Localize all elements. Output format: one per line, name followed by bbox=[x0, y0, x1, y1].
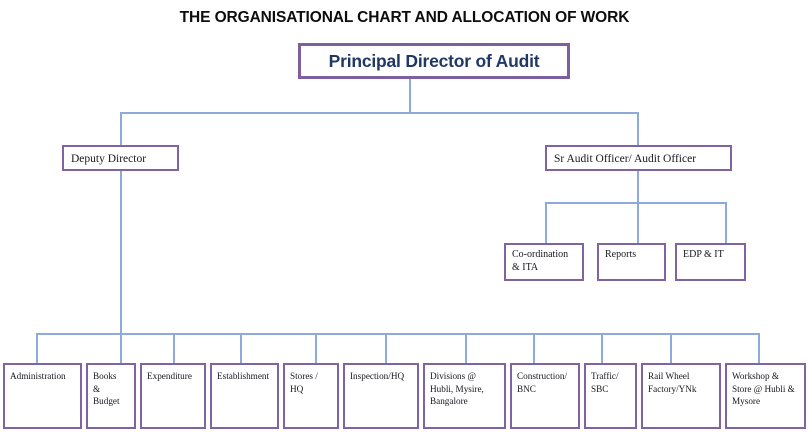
node-label-expenditure: Expenditure bbox=[147, 371, 192, 381]
node-label-sr-audit-officer: Sr Audit Officer/ Audit Officer bbox=[554, 153, 697, 165]
node-label-books-budget: Books & Budget bbox=[93, 371, 120, 406]
connector-sr-audit-officer-stem bbox=[637, 171, 639, 203]
connector-drop-co-ordination-ita bbox=[545, 202, 547, 243]
connector-drop-divisions bbox=[465, 333, 467, 363]
connector-drop-edp-it bbox=[725, 202, 727, 243]
page-title: THE ORGANISATIONAL CHART AND ALLOCATION … bbox=[179, 9, 630, 26]
node-label-deputy-director: Deputy Director bbox=[71, 153, 147, 165]
node-establishment[interactable]: Establishment bbox=[210, 363, 279, 429]
connector-root-stem bbox=[409, 79, 411, 113]
connector-root-bus bbox=[120, 112, 638, 114]
connector-sr-audit-officer-bus bbox=[545, 202, 726, 204]
connector-drop-traffic-sbc bbox=[601, 333, 603, 363]
node-traffic-sbc[interactable]: Traffic/ SBC bbox=[584, 363, 637, 429]
node-label-construction-bnc: Construction/ BNC bbox=[517, 371, 568, 394]
connector-drop-inspection-hq bbox=[385, 333, 387, 363]
node-co-ordination-ita[interactable]: Co-ordination & ITA bbox=[504, 243, 584, 281]
node-sr-audit-officer[interactable]: Sr Audit Officer/ Audit Officer bbox=[545, 145, 732, 171]
connector-drop-establishment bbox=[240, 333, 242, 363]
node-divisions[interactable]: Divisions @ Hubli, Mysire, Bangalore bbox=[423, 363, 506, 429]
node-label-divisions: Divisions @ Hubli, Mysire, Bangalore bbox=[430, 371, 484, 406]
node-label-stores-hq: Stores / HQ bbox=[290, 371, 318, 394]
node-label-workshop-store: Workshop & Store @ Hubli & Mysore bbox=[732, 371, 795, 406]
connector-drop-expenditure bbox=[173, 333, 175, 363]
node-inspection-hq[interactable]: Inspection/HQ bbox=[343, 363, 419, 429]
connector-deputy-director-stem bbox=[120, 171, 122, 363]
node-stores-hq[interactable]: Stores / HQ bbox=[283, 363, 339, 429]
node-label-establishment: Establishment bbox=[217, 371, 270, 381]
connector-bottom-bus bbox=[36, 333, 759, 335]
connector-drop-workshop-store bbox=[758, 333, 760, 363]
node-reports[interactable]: Reports bbox=[597, 243, 666, 281]
node-principal-director-of-audit[interactable]: Principal Director of Audit bbox=[298, 43, 570, 79]
node-label-administration: Administration bbox=[10, 371, 66, 381]
node-edp-it[interactable]: EDP & IT bbox=[675, 243, 746, 281]
node-books-budget[interactable]: Books & Budget bbox=[86, 363, 136, 429]
connector-drop-construction-bnc bbox=[533, 333, 535, 363]
node-label-reports: Reports bbox=[605, 249, 637, 260]
node-administration[interactable]: Administration bbox=[3, 363, 82, 429]
connector-drop-administration bbox=[36, 333, 38, 363]
node-label-principal-director-of-audit: Principal Director of Audit bbox=[328, 51, 540, 71]
connector-drop-reports bbox=[637, 202, 639, 243]
node-label-co-ordination-ita: Co-ordination & ITA bbox=[512, 249, 569, 273]
node-label-rail-wheel-factory: Rail Wheel Factory/YNk bbox=[648, 371, 697, 394]
node-label-edp-it: EDP & IT bbox=[683, 249, 724, 260]
connector-drop-books-budget bbox=[120, 333, 122, 363]
node-expenditure[interactable]: Expenditure bbox=[140, 363, 206, 429]
connector-drop-stores-hq bbox=[315, 333, 317, 363]
node-construction-bnc[interactable]: Construction/ BNC bbox=[510, 363, 580, 429]
node-workshop-store[interactable]: Workshop & Store @ Hubli & Mysore bbox=[725, 363, 806, 429]
node-label-inspection-hq: Inspection/HQ bbox=[350, 371, 405, 381]
node-label-traffic-sbc: Traffic/ SBC bbox=[591, 371, 619, 394]
node-rail-wheel-factory[interactable]: Rail Wheel Factory/YNk bbox=[641, 363, 721, 429]
connector-drop-sr-audit-officer bbox=[637, 112, 639, 145]
connector-drop-rail-wheel-factory bbox=[670, 333, 672, 363]
connector-drop-deputy-director bbox=[120, 112, 122, 145]
node-deputy-director[interactable]: Deputy Director bbox=[62, 145, 179, 171]
